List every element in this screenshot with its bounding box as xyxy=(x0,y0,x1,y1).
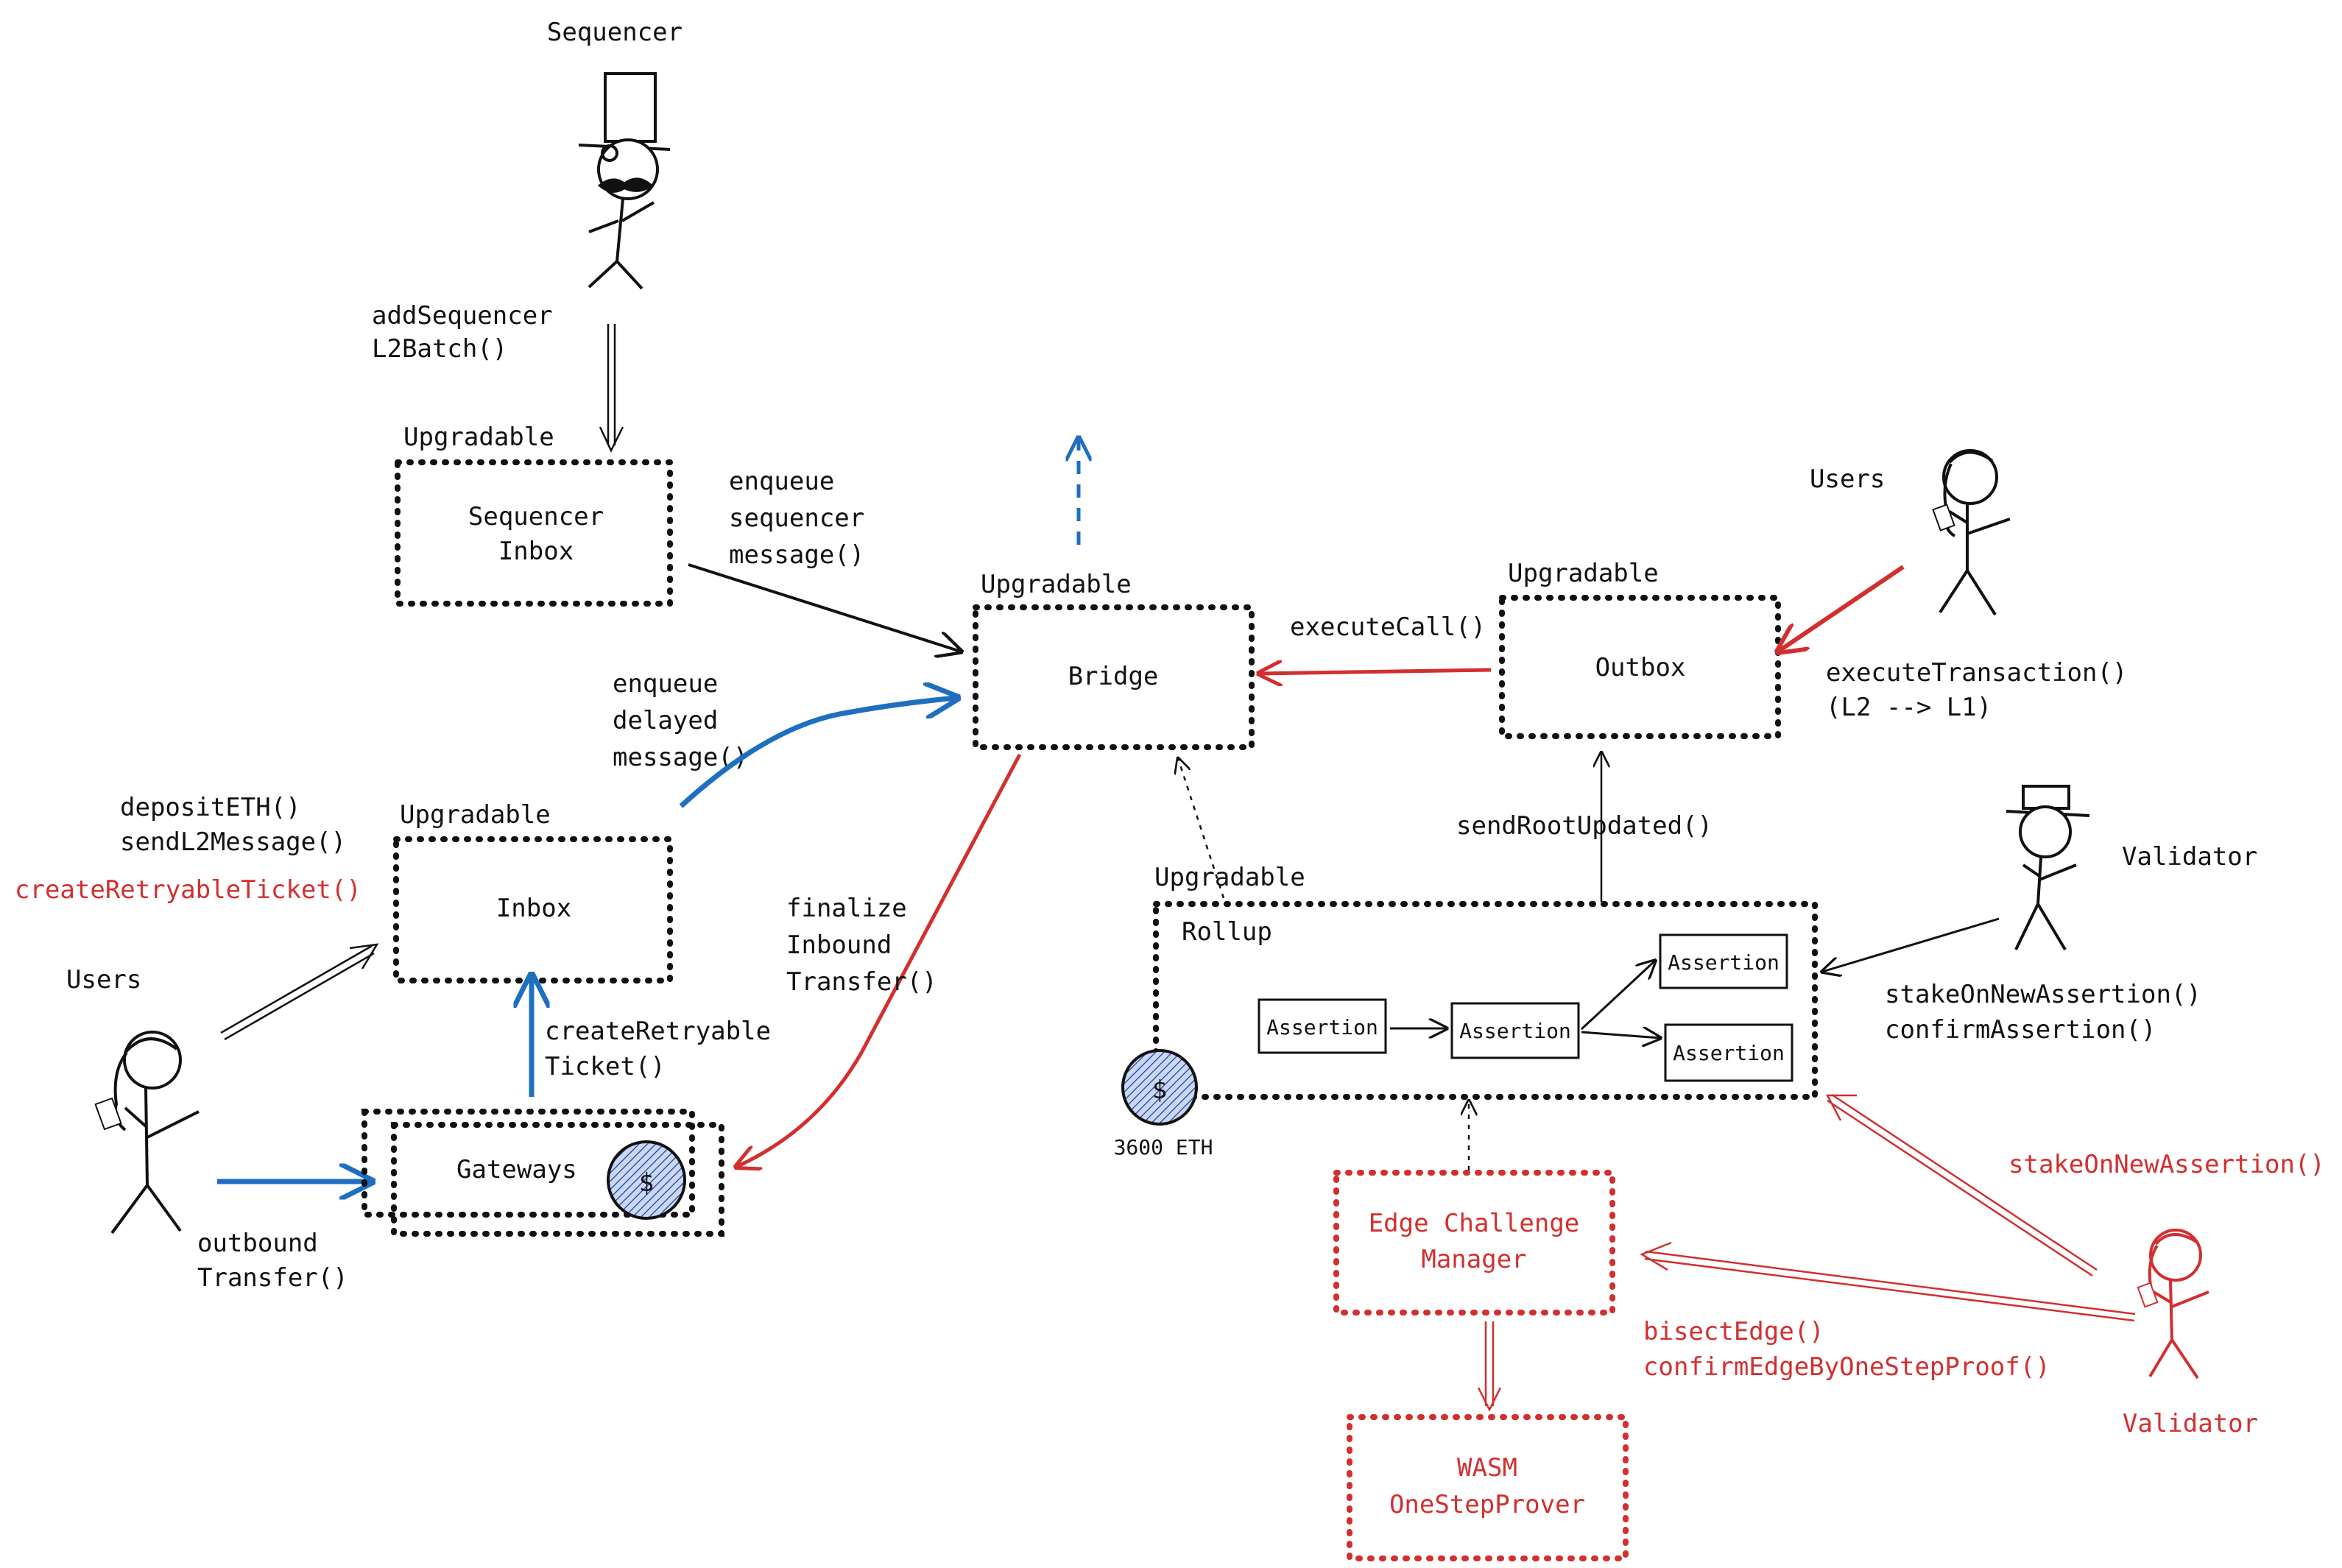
edge-challenge-title-2: Manager xyxy=(1421,1245,1526,1274)
wasm-prover-box xyxy=(1347,1414,1629,1561)
gateways-coin-icon xyxy=(607,1140,686,1220)
assertion-arrow-2-4 xyxy=(1581,1032,1660,1038)
execute-call-label: executeCall() xyxy=(1290,612,1486,642)
send-root-label: sendRootUpdated() xyxy=(1456,811,1713,841)
validator-red-to-edge-arrow xyxy=(1640,1241,2136,1322)
outbox-title: Outbox xyxy=(1595,653,1686,682)
edge-challenge-manager-box xyxy=(1333,1170,1615,1316)
enqueue-seq-label-2: sequencer xyxy=(729,504,864,533)
create-retryable-label-1: createRetryable xyxy=(545,1017,771,1046)
deposit-label-1: depositETH() xyxy=(120,793,301,822)
execute-transaction-label-1: executeTransaction() xyxy=(1826,658,2127,688)
assertion-label-2: Assertion xyxy=(1459,1019,1571,1043)
rollup-coin-icon xyxy=(1121,1049,1198,1126)
validator-black-label: Validator xyxy=(2122,842,2257,872)
bridge-box xyxy=(973,604,1255,750)
assertion-box-3 xyxy=(1659,933,1788,989)
finalize-inbound-arrow xyxy=(736,753,1022,1167)
bridge-title: Bridge xyxy=(1068,662,1159,691)
outbound-label-1: outbound xyxy=(197,1229,318,1258)
users-left-figure xyxy=(94,1031,200,1235)
sequencer-inbox-title-1: Sequencer xyxy=(468,502,604,532)
edge-to-wasm-arrow xyxy=(1477,1321,1502,1412)
bridge-upgradable: Upgradable xyxy=(981,570,1132,599)
gateways-title: Gateways xyxy=(456,1155,577,1184)
enqueue-sequencer-arrow xyxy=(688,563,961,651)
edge-challenge-title-1: Edge Challenge xyxy=(1369,1209,1580,1238)
enqueue-delayed-arrow xyxy=(679,698,957,808)
sequencer-inbox-title-2: Inbox xyxy=(498,537,574,566)
enqueue-del-label-1: enqueue xyxy=(613,669,718,699)
inbox-title: Inbox xyxy=(496,894,571,923)
validator-red-figure xyxy=(2137,1229,2209,1380)
rollup-title: Rollup xyxy=(1182,917,1272,947)
stake-confirm-label-1: stakeOnNewAssertion() xyxy=(1885,980,2201,1009)
sequencer-inbox-box xyxy=(395,459,673,607)
deposit-label-3: createRetryableTicket() xyxy=(15,875,361,905)
gateways-box-inner xyxy=(391,1122,724,1237)
assertion-box-2 xyxy=(1450,1002,1580,1059)
stake-confirm-label-2: confirmAssertion() xyxy=(1885,1015,2156,1045)
finalize-label-3: Transfer() xyxy=(786,967,937,997)
deposit-label-2: sendL2Message() xyxy=(120,827,346,857)
add-batch-arrow xyxy=(599,324,624,453)
rollup-to-bridge-dotted-arrow xyxy=(1178,758,1225,899)
users-right-figure xyxy=(1932,449,2011,616)
eth-amount-label: 3600 ETH xyxy=(1114,1135,1213,1159)
wasm-title-2: OneStepProver xyxy=(1389,1490,1585,1519)
execute-call-arrow xyxy=(1259,670,1492,674)
users-to-inbox-arrow xyxy=(220,943,379,1041)
execute-transaction-arrow xyxy=(1778,565,1905,651)
rollup-coin-symbol: $ xyxy=(1152,1076,1167,1105)
gateways-coin-symbol: $ xyxy=(639,1168,654,1198)
assertion-box-4 xyxy=(1664,1023,1793,1082)
assertion-box-1 xyxy=(1258,998,1387,1054)
outbound-label-2: Transfer() xyxy=(197,1263,348,1293)
assertion-arrow-2-3 xyxy=(1580,961,1655,1031)
validator-red-label: Validator xyxy=(2123,1409,2258,1438)
enqueue-seq-label-3: message() xyxy=(729,540,864,570)
users-left-label: Users xyxy=(66,965,141,995)
finalize-label-2: Inbound xyxy=(786,930,892,960)
sequencer-inbox-upgradable: Upgradable xyxy=(403,423,554,452)
validator-black-figure xyxy=(2006,785,2090,951)
users-right-label: Users xyxy=(1810,465,1885,494)
stake-confirm-arrow xyxy=(1822,917,2000,972)
inbox-upgradable: Upgradable xyxy=(400,800,551,830)
enqueue-seq-label-1: enqueue xyxy=(729,467,834,496)
outbox-upgradable: Upgradable xyxy=(1508,559,1659,588)
assertion-label-1: Assertion xyxy=(1266,1015,1378,1039)
finalize-label-1: finalize xyxy=(786,894,907,923)
assertion-label-4: Assertion xyxy=(1673,1041,1785,1065)
wasm-title-1: WASM xyxy=(1457,1453,1517,1483)
validator-red-to-rollup-arrow xyxy=(1825,1093,2098,1277)
enqueue-del-label-2: delayed xyxy=(613,706,718,735)
stake-red-label: stakeOnNewAssertion() xyxy=(2008,1150,2325,1179)
rollup-upgradable: Upgradable xyxy=(1154,863,1305,892)
add-sequencer-label-1: addSequencer xyxy=(372,301,553,331)
bisect-label-1: bisectEdge() xyxy=(1643,1317,1824,1346)
execute-transaction-label-2: (L2 --> L1) xyxy=(1826,693,1992,722)
sequencer-figure: Sequencer xyxy=(547,18,683,290)
rollup-box xyxy=(1153,901,1818,1100)
bisect-label-2: confirmEdgeByOneStepProof() xyxy=(1643,1352,2050,1382)
create-retryable-label-2: Ticket() xyxy=(545,1052,666,1081)
gateways-box-outer xyxy=(361,1109,695,1218)
outbox-box xyxy=(1499,595,1781,739)
assertion-label-3: Assertion xyxy=(1668,950,1780,975)
add-sequencer-label-2: L2Batch() xyxy=(372,334,507,364)
sequencer-label: Sequencer xyxy=(547,18,683,47)
